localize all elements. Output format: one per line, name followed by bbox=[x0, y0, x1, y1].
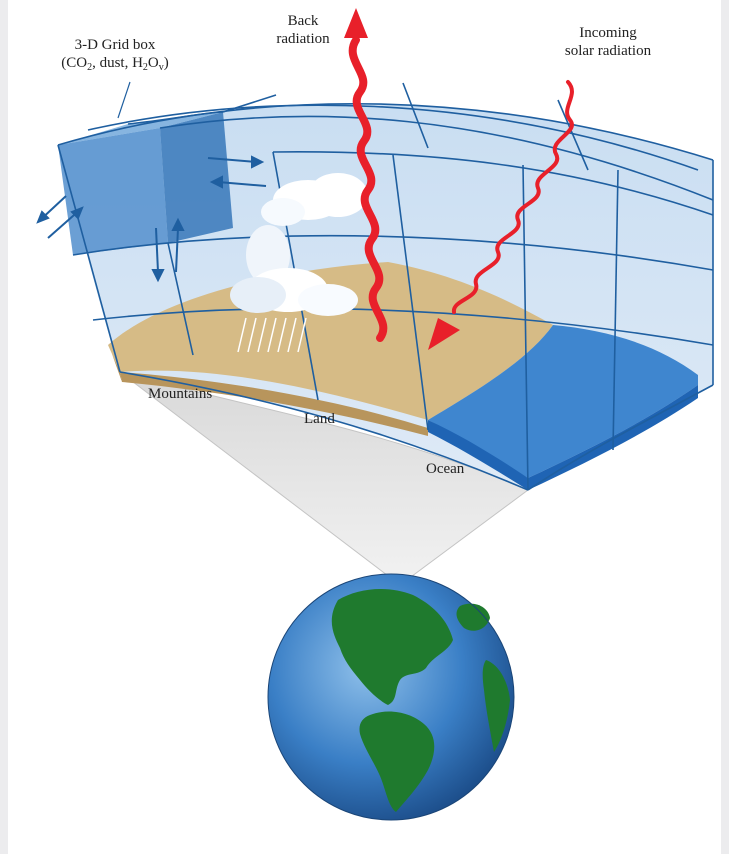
grid-box-leader bbox=[117, 81, 131, 119]
gas-co: (CO bbox=[61, 55, 88, 71]
incoming-line2: solar radiation bbox=[564, 43, 652, 59]
land-surface bbox=[108, 262, 553, 420]
back-radiation-label: Back radiation bbox=[253, 12, 353, 48]
continent-south-america bbox=[359, 711, 435, 812]
gas-sub-2b: 2 bbox=[142, 62, 148, 73]
ocean-side bbox=[428, 385, 698, 490]
continent-greenland bbox=[456, 603, 490, 631]
incoming-solar-arrow bbox=[428, 80, 574, 350]
gas-sub-2a: 2 bbox=[87, 62, 93, 73]
back-radiation-arrow bbox=[344, 8, 388, 342]
cloud bbox=[230, 173, 368, 316]
incoming-line1: Incoming bbox=[579, 25, 637, 41]
ocean-label: Ocean bbox=[426, 461, 465, 477]
grid-box-cube bbox=[58, 112, 233, 255]
figure-frame: 3-D Grid box (CO2, dust, H2Ov) Back radi… bbox=[8, 0, 721, 854]
gas-o: O bbox=[147, 55, 159, 71]
back-radiation-line1: Back bbox=[287, 13, 319, 29]
grid-box-gases: (CO2, dust, H2Ov) bbox=[20, 54, 210, 73]
gas-sub-v: v bbox=[158, 62, 164, 73]
continent-north-america bbox=[331, 588, 453, 705]
mountains-label: Mountains bbox=[148, 386, 213, 402]
gas-close: ) bbox=[163, 55, 169, 71]
land-side bbox=[120, 372, 428, 436]
continent-africa bbox=[482, 660, 510, 752]
back-radiation-line2: radiation bbox=[276, 31, 330, 47]
climate-model-diagram bbox=[36, 8, 714, 821]
ocean-surface bbox=[428, 325, 698, 478]
incoming-solar-label: Incoming solar radiation bbox=[528, 24, 688, 60]
grid-box-title: 3-D Grid box bbox=[74, 37, 156, 53]
earth-globe bbox=[267, 573, 515, 821]
gas-dust-h: , dust, H bbox=[92, 55, 143, 71]
rain bbox=[237, 317, 307, 353]
flux-arrows bbox=[36, 155, 267, 283]
grid-box-label: 3-D Grid box (CO2, dust, H2Ov) bbox=[20, 36, 210, 73]
land-label: Land bbox=[304, 411, 335, 427]
